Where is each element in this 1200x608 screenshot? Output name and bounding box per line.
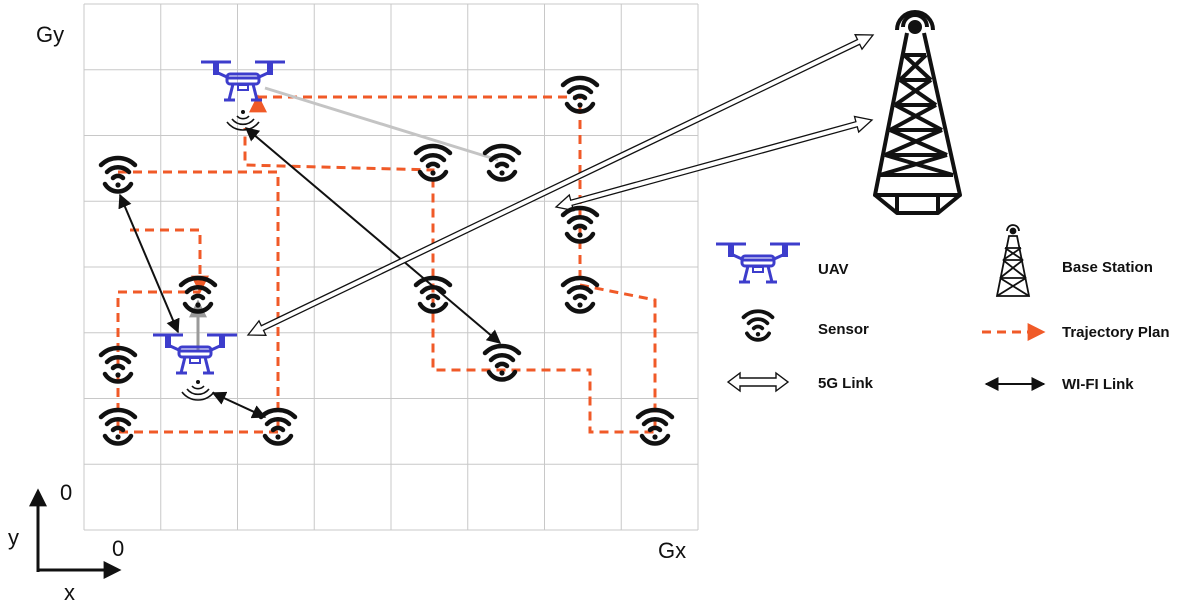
wifi-link-uav1-sensor [244,127,502,344]
wifi-sensor-icon [485,146,519,180]
wifi-sensor-icon [101,348,135,382]
wifi-sensor-icon [101,410,135,444]
legend-5g-label: 5G Link [818,375,874,392]
base-station-tower [873,10,962,215]
wifi-sensor-icon [181,278,215,312]
legend-trajectory-label: Trajectory Plan [1062,324,1170,341]
uav-top [199,60,287,131]
legend: UAV Sensor 5G Link Base Station Trajecto… [714,224,1170,393]
legend-base-icon [995,224,1031,297]
wifi-sensor-icon [638,410,672,444]
uav-bottom [151,333,239,401]
wifi-sensor-icon [563,78,597,112]
5g-link-arrow [246,34,875,336]
wifi-sensor-icon [101,158,135,192]
wifi-link-sensor-uav2 [118,193,180,334]
y-origin-label: 0 [60,480,72,505]
legend-5g-icon [726,371,790,393]
legend-base-label: Base Station [1062,259,1153,276]
wifi-sensor-icon [261,410,295,444]
legend-sensor-label: Sensor [818,321,869,338]
wifi-sensor-icon [416,278,450,312]
wifi-link-uav2-sensor [211,391,267,419]
legend-uav-icon [714,242,802,284]
gray-link-top [264,86,499,162]
legend-sensor-icon [741,309,775,342]
wifi-sensor-icon [563,278,597,312]
wifi-sensor-icon [485,346,519,380]
axis-y-label: y [8,525,19,550]
wifi-sensor-icon [416,146,450,180]
5g-links [246,34,875,336]
gy-label: Gy [36,22,64,47]
sensors [101,78,672,444]
legend-wifi-label: WI-FI Link [1062,376,1134,393]
gx-label: Gx [658,538,686,563]
x-origin-label: 0 [112,536,124,561]
axis-x-label: x [64,580,75,605]
legend-uav-label: UAV [818,261,849,278]
